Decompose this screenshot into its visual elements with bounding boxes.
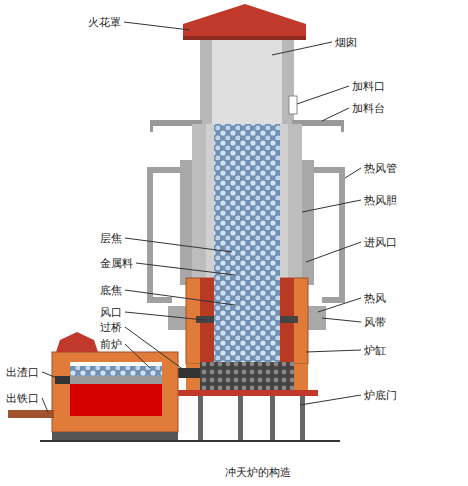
part-label: 热风胆 <box>364 194 397 207</box>
leader-line <box>302 200 361 212</box>
part-label: 出铁口 <box>6 392 39 405</box>
part-label: 炉缸 <box>364 344 386 357</box>
part-label: 风口 <box>100 306 122 319</box>
part-label: 过桥 <box>100 321 122 334</box>
leader-line <box>124 22 190 30</box>
part-label: 进风口 <box>364 236 397 249</box>
part-label: 炉底门 <box>364 389 397 402</box>
part-label: 层焦 <box>100 232 122 245</box>
part-label: 热风 <box>364 292 386 305</box>
leader-line <box>42 372 62 380</box>
part-label: 火花罩 <box>88 16 121 29</box>
leader-line <box>306 242 361 262</box>
leader-line <box>125 312 205 320</box>
leader-line <box>125 344 150 368</box>
leader-line <box>125 238 232 252</box>
part-label: 风带 <box>364 316 386 329</box>
leader-line <box>306 350 361 352</box>
part-label: 前炉 <box>100 338 122 351</box>
part-label: 金属料 <box>100 257 133 270</box>
part-label: 出渣口 <box>6 366 39 379</box>
part-label: 烟囱 <box>335 36 357 49</box>
leader-line <box>136 263 235 275</box>
leader-line <box>300 395 361 405</box>
part-label: 加料口 <box>352 80 385 93</box>
leader-line <box>42 398 48 412</box>
leader-line <box>322 108 349 121</box>
part-label: 加料台 <box>352 102 385 115</box>
leader-line <box>322 318 361 322</box>
leader-line <box>318 298 361 312</box>
leader-line <box>125 290 235 305</box>
leader-line <box>272 42 332 55</box>
caption: 冲天炉的构造 <box>225 466 291 479</box>
leader-line <box>297 86 349 104</box>
part-label: 底焦 <box>100 284 122 297</box>
leader-line <box>125 327 188 373</box>
leader-line <box>345 168 361 178</box>
part-label: 热风管 <box>364 162 397 175</box>
